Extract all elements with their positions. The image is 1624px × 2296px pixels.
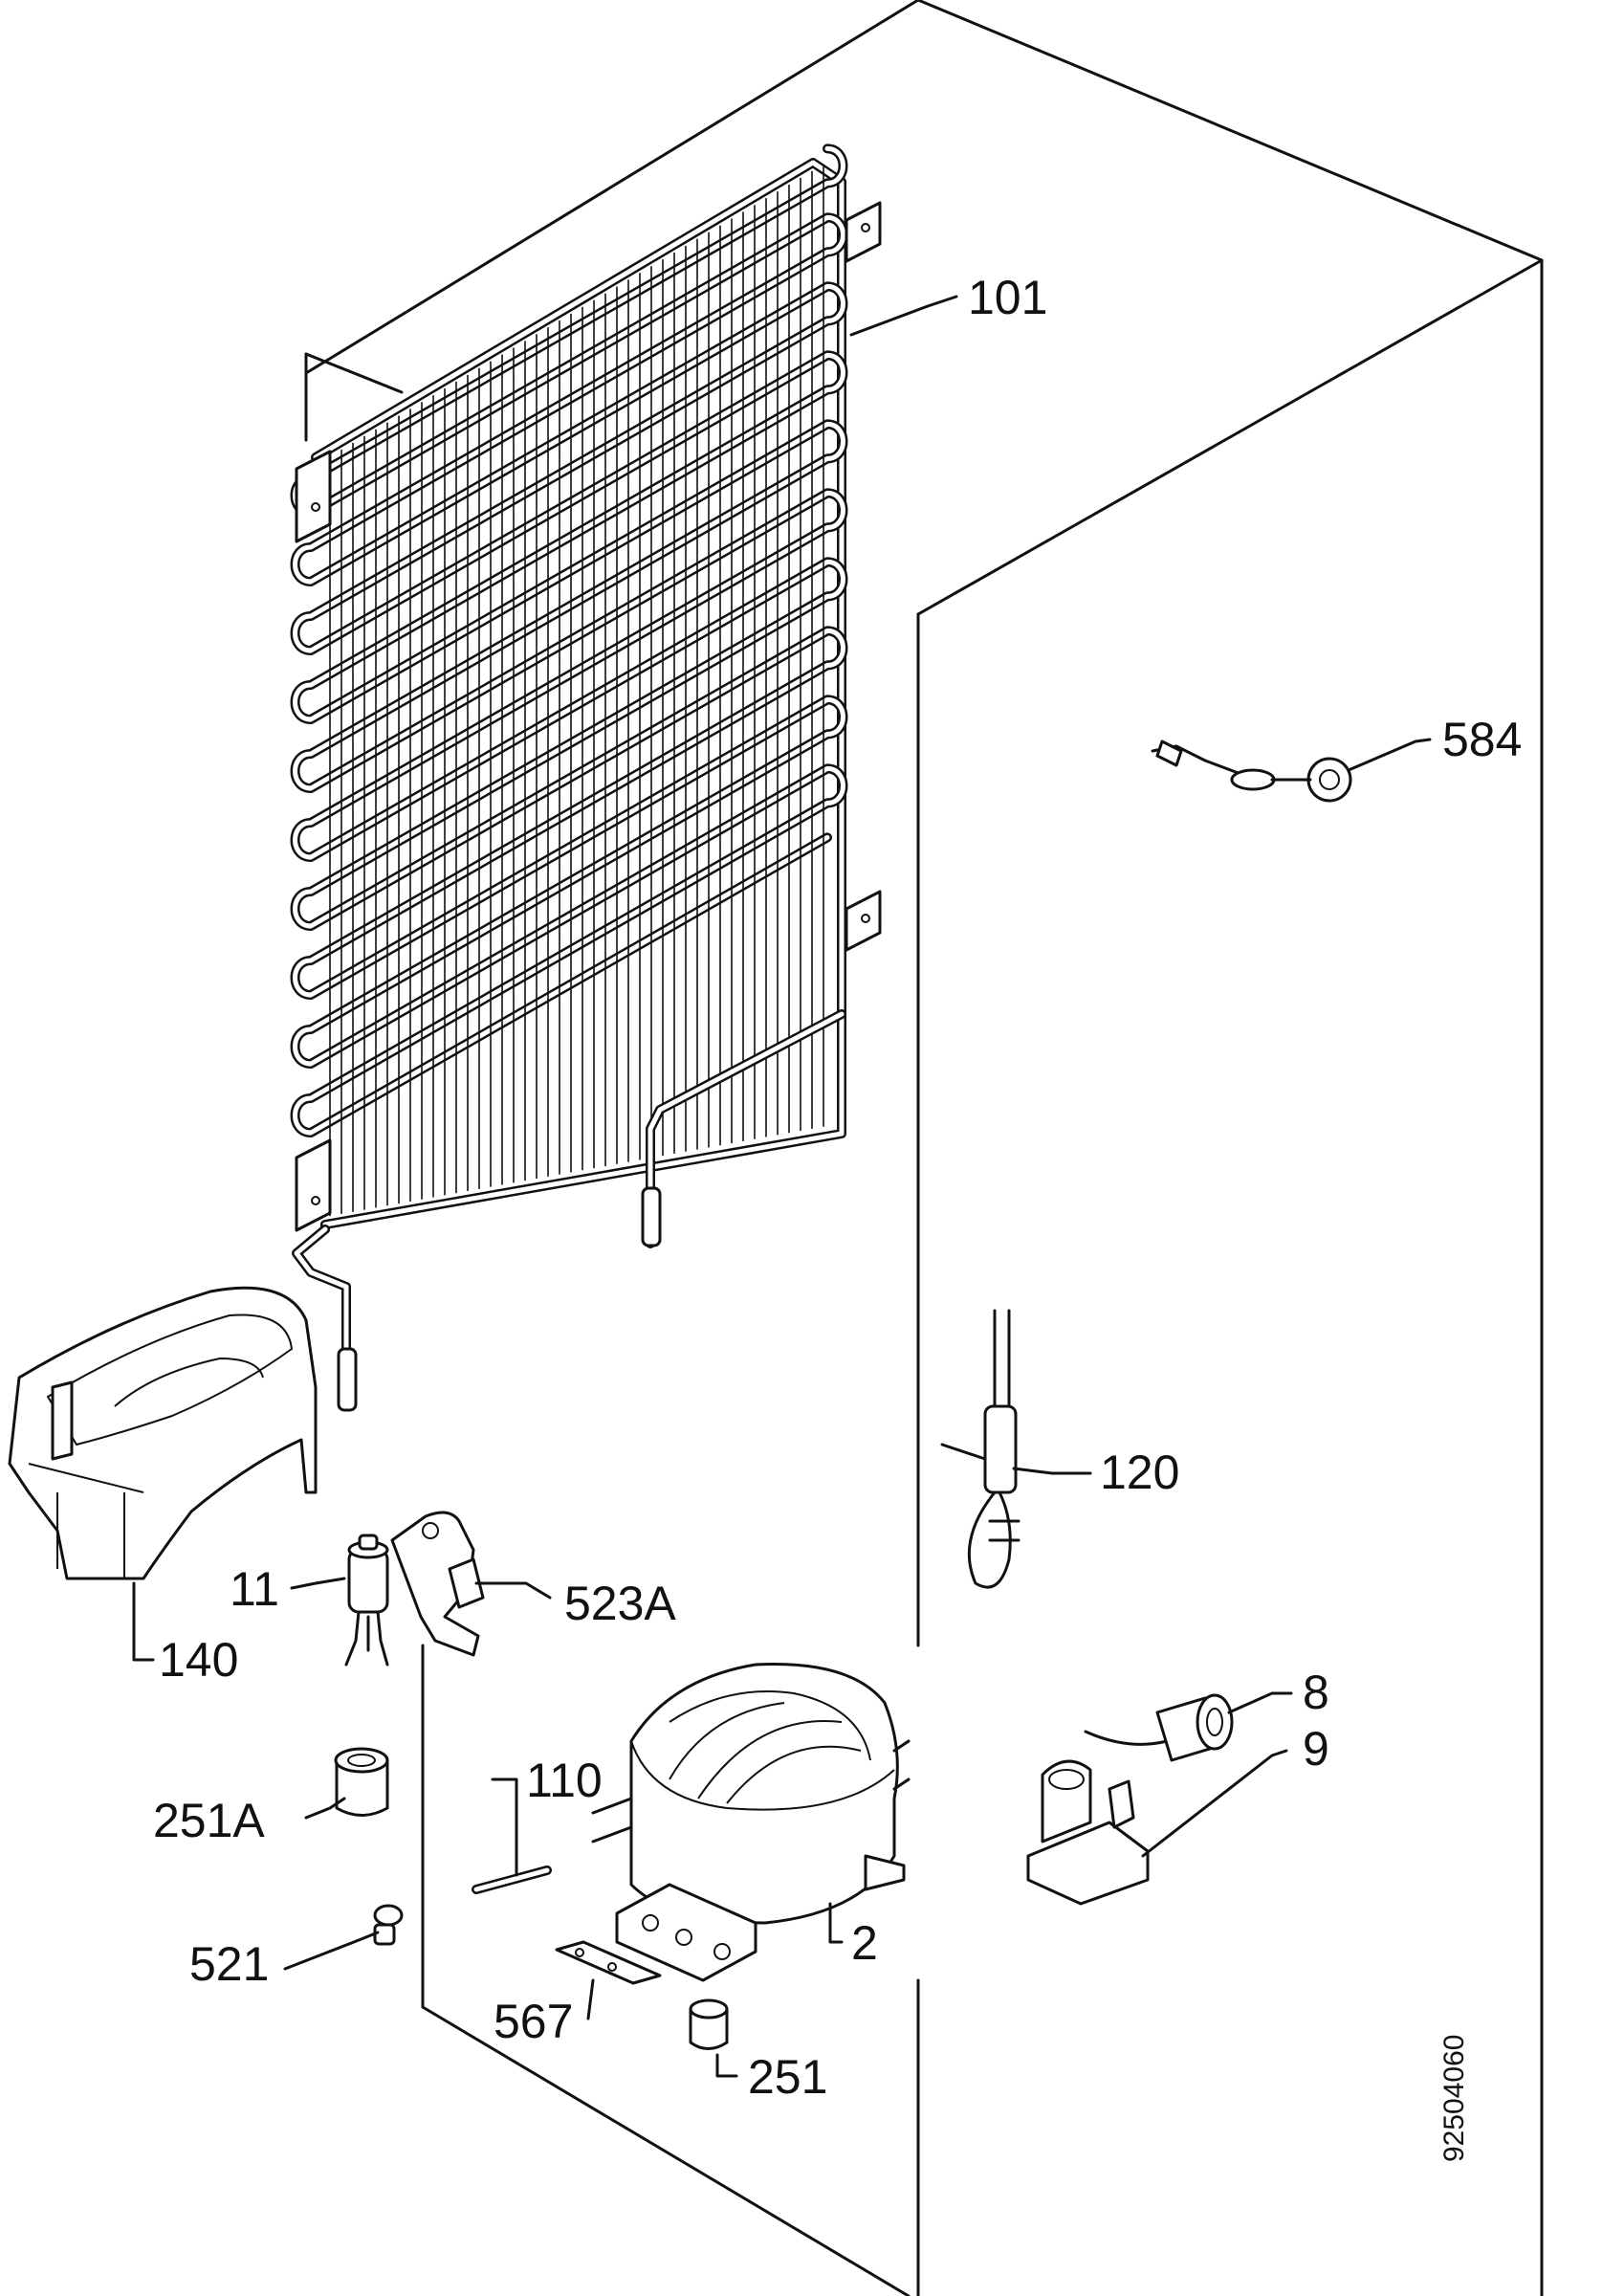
callout-120: 120 [1100, 1446, 1179, 1499]
callout-110: 110 [526, 1754, 603, 1807]
filter-drier [940, 1309, 1020, 1589]
callout-251a: 251A [153, 1794, 265, 1847]
rod [472, 1866, 552, 1894]
grommet-small [689, 1998, 729, 2050]
cabinet-outline [304, 0, 1544, 2296]
callout-9: 9 [1303, 1722, 1329, 1776]
callout-140: 140 [159, 1633, 238, 1687]
drip-tray [8, 1286, 318, 1580]
callout-101: 101 [968, 271, 1047, 324]
compressor [591, 1663, 911, 1982]
callout-521: 521 [189, 1937, 269, 1991]
callout-labels: 101 584 120 140 11 523A 8 9 110 251A 2 5… [153, 271, 1522, 2104]
callout-2: 2 [851, 1916, 878, 1970]
callout-584: 584 [1442, 713, 1522, 766]
callout-251: 251 [748, 2050, 827, 2104]
leader-lines [132, 295, 1432, 2078]
callout-8: 8 [1303, 1666, 1329, 1719]
start-relay [344, 1534, 389, 1667]
grommet-large [334, 1747, 389, 1817]
relay-bracket [390, 1511, 485, 1657]
thermal-protector [1084, 1693, 1234, 1762]
overload-relay [1026, 1759, 1150, 1906]
drawing-number: 92504060 [1438, 2035, 1470, 2162]
mounting-plate [555, 1940, 662, 1985]
callout-11: 11 [230, 1562, 279, 1616]
callout-523a: 523A [564, 1577, 676, 1630]
thermostat-sensor [1151, 740, 1352, 803]
callout-567: 567 [494, 1995, 573, 2048]
condenser-coil [290, 144, 882, 1412]
screw [373, 1904, 404, 1946]
